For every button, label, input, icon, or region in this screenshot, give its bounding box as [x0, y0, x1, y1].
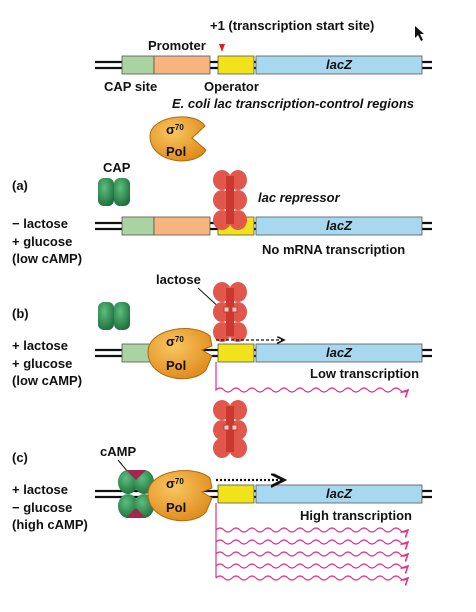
panel-b-result: Low transcription: [310, 366, 419, 381]
mrna-b: [215, 362, 408, 392]
lac-repressor-a: [213, 170, 247, 230]
svg-text:Pol: Pol: [166, 500, 186, 515]
pol-label: Pol: [166, 144, 186, 159]
top-region-map: lacZ +1 (transcription start site) Promo…: [95, 18, 432, 111]
panel-c-lacz: lacZ: [326, 486, 353, 501]
panel-c: (c) cAMP + lactose − glucose (high cAMP)…: [12, 400, 432, 580]
operator-box: [217, 55, 255, 75]
panel-b-condition-2: + glucose: [12, 356, 72, 371]
svg-text:Pol: Pol: [166, 358, 186, 373]
panel-a-lacz: lacZ: [326, 218, 353, 233]
camp-label: cAMP: [100, 444, 136, 459]
mouse-cursor-icon: [415, 26, 424, 41]
mrna-c: [215, 503, 408, 580]
lac-repressor-c: [213, 400, 247, 458]
svg-text:σ70: σ70: [166, 334, 184, 349]
panel-c-tag: (c): [12, 450, 28, 465]
panel-c-result: High transcription: [300, 508, 412, 523]
sigma-label: σ70: [166, 122, 184, 137]
caption: E. coli lac transcription-control region…: [172, 96, 414, 111]
cap-site-box: [121, 55, 155, 75]
panel-a-result: No mRNA transcription: [262, 242, 405, 257]
lacz-label: lacZ: [326, 57, 353, 72]
cap-protein-b: [98, 302, 130, 330]
panel-c-condition-1: + lactose: [12, 482, 68, 497]
rna-polymerase-c: σ70 Pol: [147, 470, 213, 522]
cap-site-label: CAP site: [104, 79, 157, 94]
lactose-label: lactose: [156, 272, 201, 287]
panel-a-condition-3: (low cAMP): [12, 251, 82, 266]
lac-repressor-b: [213, 282, 247, 342]
panel-b: (b) lactose + lactose + glucose (low cAM…: [12, 272, 432, 392]
lacz-box: [255, 55, 423, 75]
rna-polymerase-free: σ70 Pol: [149, 116, 207, 162]
panel-b-lacz: lacZ: [326, 345, 353, 360]
panel-b-condition-1: + lactose: [12, 338, 68, 353]
tss-label: +1 (transcription start site): [210, 18, 374, 33]
operator-label: Operator: [204, 79, 259, 94]
panel-a-tag: (a): [12, 178, 28, 193]
panel-c-condition-2: − glucose: [12, 500, 72, 515]
tss-marker-icon: [219, 44, 225, 52]
svg-text:σ70: σ70: [166, 476, 184, 491]
lac-repressor-label: lac repressor: [258, 190, 341, 205]
panel-a-cap-label: CAP: [103, 160, 131, 175]
panel-a: (a) CAP − lactose + glucose (low cAMP) l…: [12, 160, 432, 266]
promoter-box: [153, 55, 211, 75]
panel-a-condition-1: − lactose: [12, 216, 68, 231]
panel-c-condition-3: (high cAMP): [12, 517, 88, 532]
cap-protein-a: [98, 178, 130, 206]
panel-b-condition-3: (low cAMP): [12, 373, 82, 388]
rna-polymerase-b: σ70 Pol: [147, 328, 213, 380]
panel-a-condition-2: + glucose: [12, 234, 72, 249]
panel-b-tag: (b): [12, 306, 29, 321]
promoter-label: Promoter: [148, 38, 206, 53]
